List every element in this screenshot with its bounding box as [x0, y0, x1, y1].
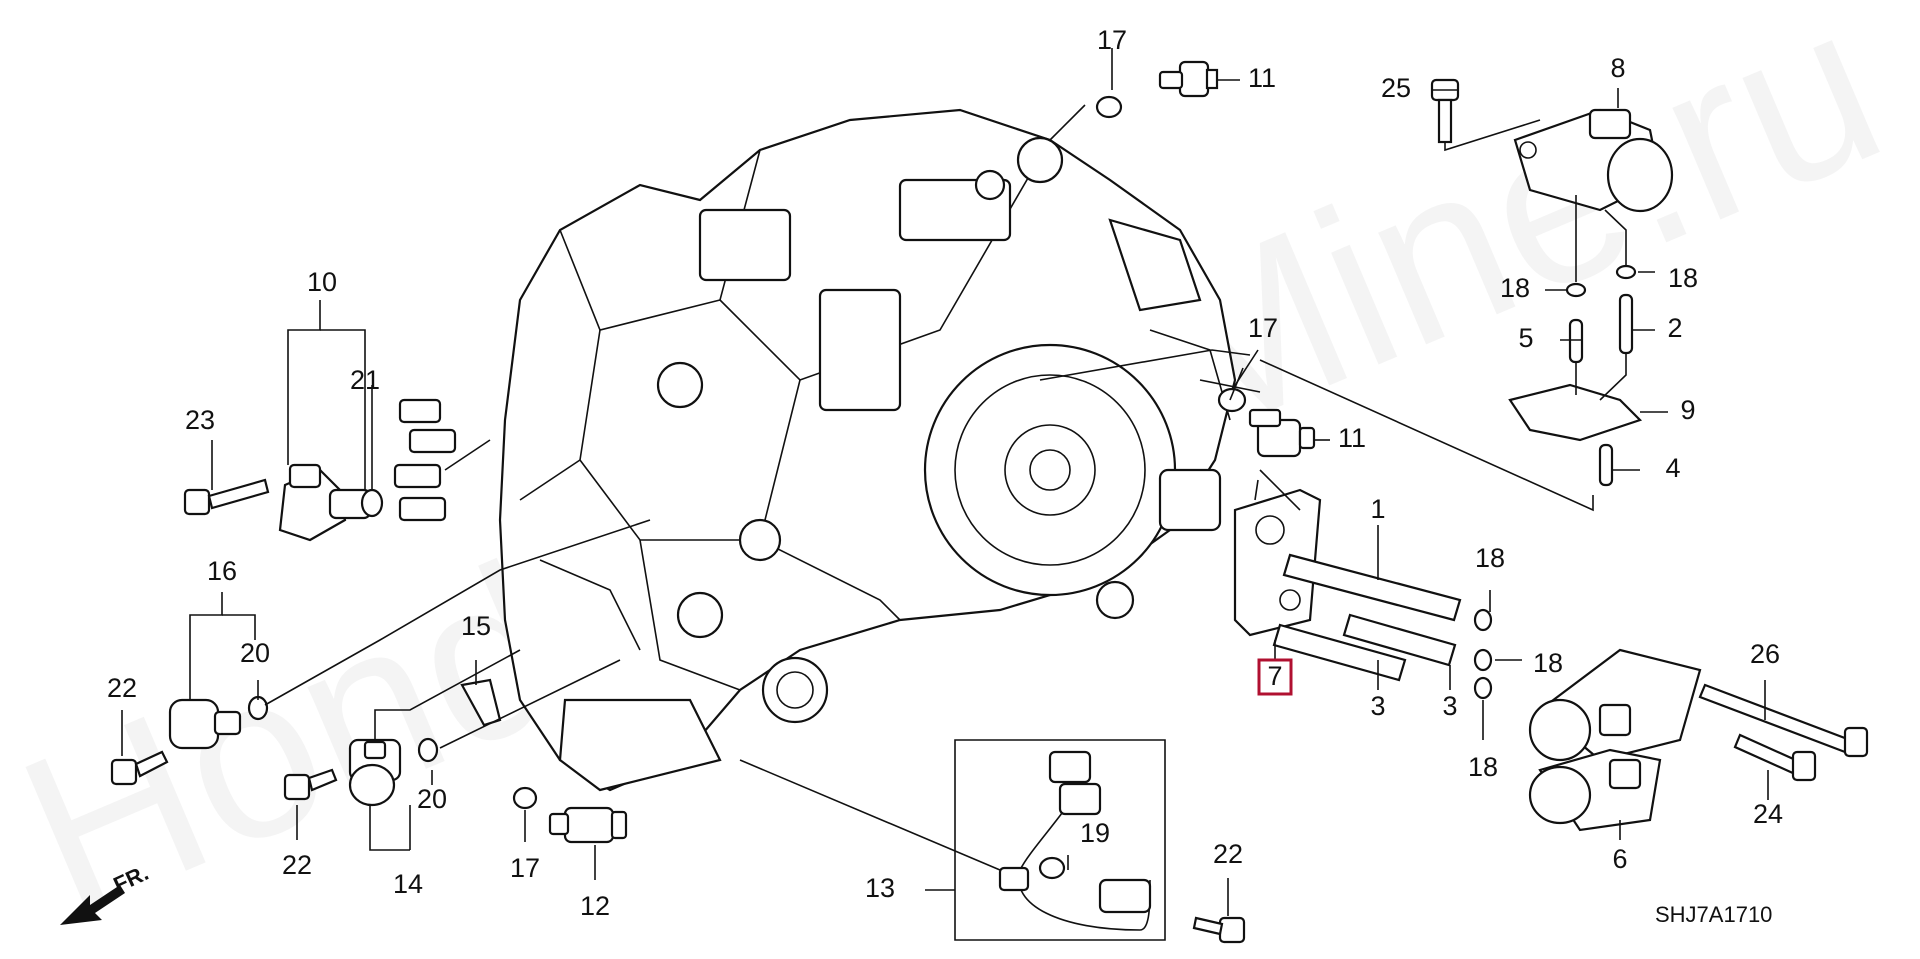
- cover-plate-7-icon: [1233, 488, 1322, 637]
- pipe-1-icon: [1282, 553, 1462, 622]
- bolt-23-icon: [183, 478, 270, 516]
- callout-11-top: 11: [1248, 63, 1276, 93]
- callout-18-upper-left: 18: [1500, 273, 1530, 303]
- callout-21: 21: [350, 365, 380, 395]
- callout-15: 15: [461, 611, 491, 641]
- washer-17c-icon: [512, 786, 538, 810]
- callout-7-highlighted[interactable]: 7: [1257, 658, 1293, 696]
- solenoid-valve-8-icon: [1513, 108, 1674, 213]
- callout-3-left: 3: [1370, 691, 1385, 721]
- callout-3-right: 3: [1442, 691, 1457, 721]
- callout-17-bottom: 17: [510, 853, 540, 883]
- o-ring-21-icon: [360, 488, 384, 518]
- pin-4-icon: [1598, 443, 1614, 487]
- o-ring-20a-icon: [247, 695, 269, 721]
- callout-25: 25: [1381, 73, 1411, 103]
- speed-sensor-14-icon: [348, 738, 402, 807]
- speed-sensor-10-icon: [278, 463, 372, 542]
- o-ring-20b-icon: [417, 737, 439, 763]
- bolt-24-icon: [1733, 733, 1817, 782]
- solenoid-assembly-6-icon: [1528, 648, 1702, 832]
- callout-24: 24: [1753, 799, 1783, 829]
- pressure-switch-right-icon: [1248, 408, 1316, 458]
- bracket-15-icon: [460, 678, 502, 727]
- sensor-harness-13-icon: [998, 750, 1152, 931]
- callout-1: 1: [1370, 494, 1385, 524]
- callout-6: 6: [1612, 844, 1627, 874]
- callout-20-left: 20: [240, 638, 270, 668]
- bolt-22b-icon: [283, 768, 338, 801]
- callout-7-box: [1257, 658, 1293, 696]
- callout-22-middle: 22: [282, 850, 312, 880]
- o-ring-18b-icon: [1615, 264, 1637, 280]
- pressure-switch-top-icon: [1158, 60, 1219, 98]
- callout-26: 26: [1750, 639, 1780, 669]
- callout-16: 16: [207, 556, 237, 586]
- callout-22-left: 22: [107, 673, 137, 703]
- callout-22-right: 22: [1213, 839, 1243, 869]
- callout-20-middle: 20: [417, 784, 447, 814]
- o-ring-18a-icon: [1565, 282, 1587, 298]
- speed-sensor-16-icon: [168, 698, 242, 750]
- callout-13: 13: [865, 873, 895, 903]
- callout-18-upper-right: 18: [1668, 263, 1698, 293]
- callout-11-right: 11: [1338, 423, 1366, 453]
- callout-17-mid: 17: [1248, 313, 1278, 343]
- pressure-switch-12-icon: [548, 806, 628, 844]
- callout-9: 9: [1680, 395, 1695, 425]
- callout-19: 19: [1080, 818, 1110, 848]
- leader-lines: [121, 48, 1769, 941]
- callout-18-lower-top: 18: [1475, 543, 1505, 573]
- callout-23: 23: [185, 405, 215, 435]
- pipe-3b-icon: [1342, 613, 1457, 667]
- callout-18-lower-mid: 18: [1533, 648, 1563, 678]
- callout-7-text: 7: [1267, 661, 1282, 691]
- callout-18-lower-bottom: 18: [1468, 752, 1498, 782]
- washer-right-icon: [1217, 387, 1247, 413]
- callout-4: 4: [1665, 453, 1680, 483]
- washer-top-icon: [1095, 95, 1123, 119]
- pin-2-icon: [1618, 293, 1634, 355]
- bolt-22c-icon: [1192, 916, 1246, 944]
- callout-2: 2: [1667, 313, 1682, 343]
- o-ring-18e-icon: [1473, 676, 1493, 700]
- separator-plate-9-icon: [1508, 383, 1643, 442]
- transmission-housing: [498, 108, 1237, 792]
- callout-10: 10: [307, 267, 337, 297]
- o-ring-18d-icon: [1473, 648, 1493, 672]
- callout-8: 8: [1610, 53, 1625, 83]
- callout-17-top: 17: [1097, 25, 1127, 55]
- bolt-22a-icon: [110, 750, 169, 786]
- callout-14: 14: [393, 869, 423, 899]
- bolt-26-icon: [1698, 683, 1869, 758]
- connector-clips-icon: [393, 398, 457, 522]
- pin-5-icon: [1568, 318, 1584, 364]
- front-arrow-icon: [60, 885, 125, 925]
- callout-5: 5: [1518, 323, 1533, 353]
- diagram-code: SHJ7A1710: [1655, 902, 1772, 927]
- o-ring-18c-icon: [1473, 608, 1493, 632]
- callout-12: 12: [580, 891, 610, 921]
- pipe-3a-icon: [1272, 623, 1407, 682]
- o-ring-19-icon: [1038, 856, 1066, 880]
